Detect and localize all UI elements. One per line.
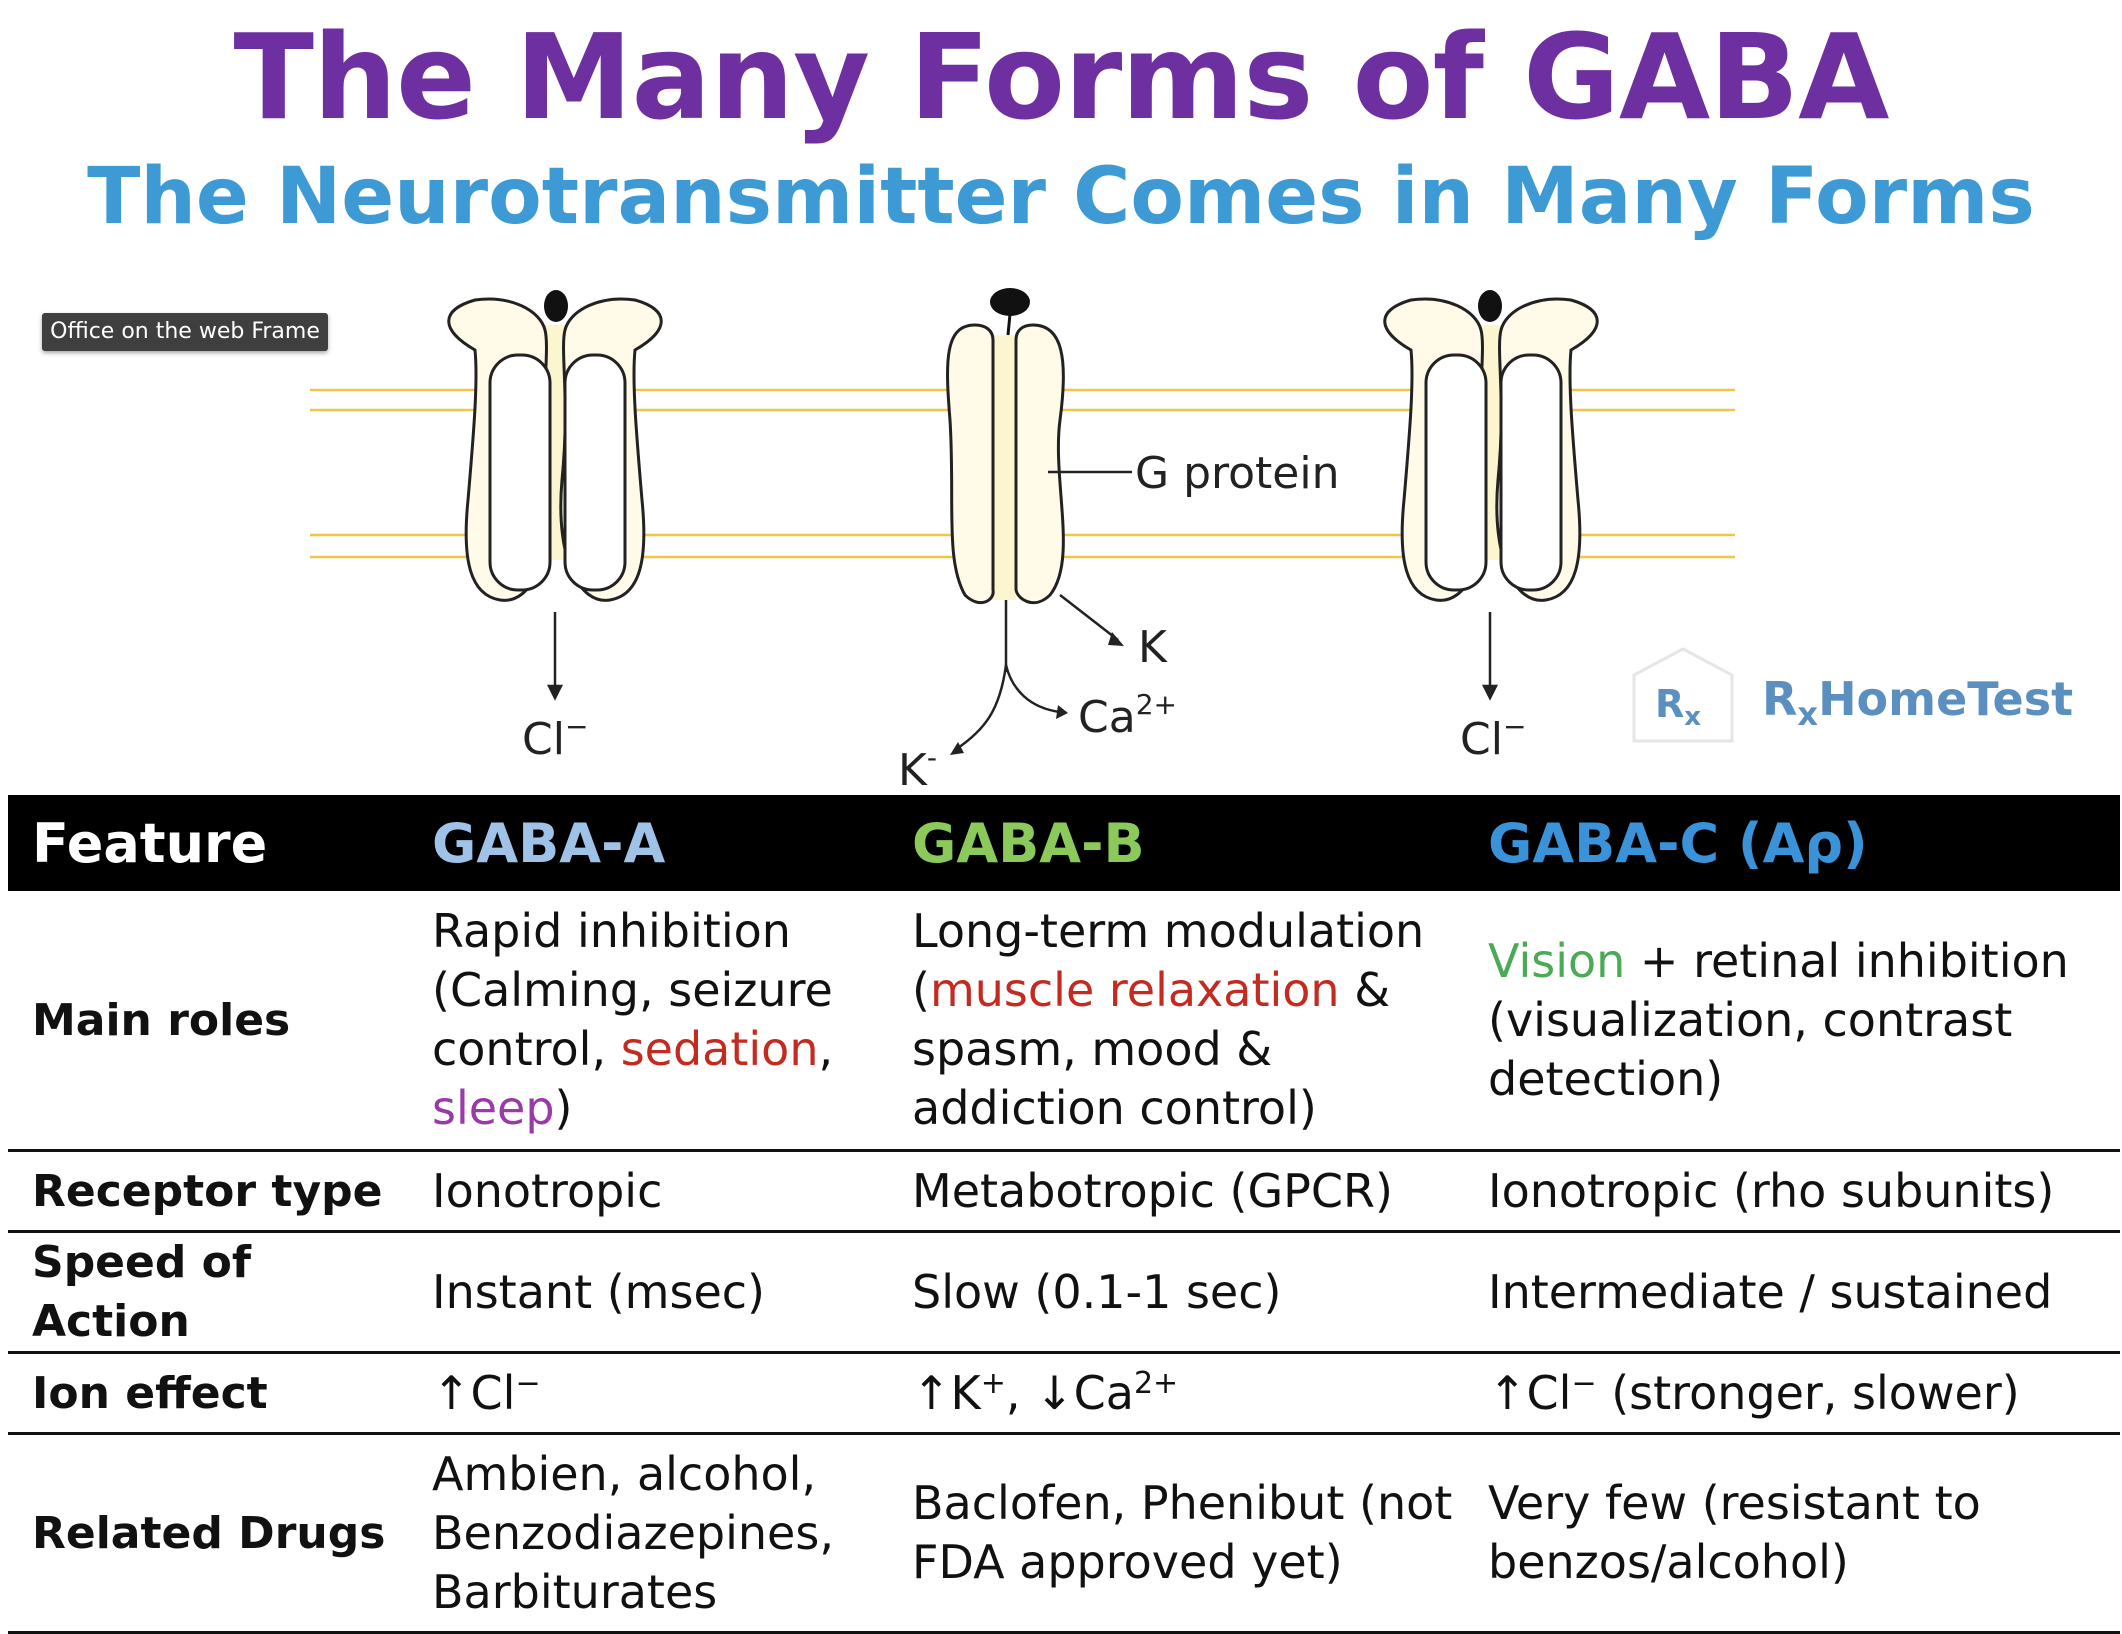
gaba-a-speed: Instant (msec): [408, 1231, 888, 1354]
table-row-ion-effect: Ion effect ↑Cl− ↑K+, ↓Ca2+ ↑Cl− (stronge…: [8, 1352, 2120, 1435]
gaba-c-receptor-type: Ionotropic (rho subunits): [1464, 1150, 2120, 1233]
gaba-a-receptor-type: Ionotropic: [408, 1150, 888, 1233]
gaba-ligand-a: [544, 290, 568, 322]
gaba-a-drugs: Ambien, alcohol, Benzodiazepines, Barbit…: [408, 1433, 888, 1634]
feature-speed: Speed of Action: [8, 1231, 408, 1354]
table-header-row: Feature GABA-A GABA-B GABA-C (Aρ): [8, 795, 2120, 891]
gaba-c-main-roles: Vision + retinal inhibition (visualizati…: [1464, 891, 2120, 1152]
gaba-a-receptor-shape: [447, 297, 663, 602]
table-row-speed: Speed of Action Instant (msec) Slow (0.1…: [8, 1231, 2120, 1354]
gaba-ligand-b: [990, 288, 1030, 316]
feature-ion-effect: Ion effect: [8, 1352, 408, 1435]
gaba-ligand-c: [1478, 290, 1502, 322]
gaba-b-drugs: Baclofen, Phenibut (not FDA approved yet…: [888, 1433, 1464, 1634]
gaba-c-ion-effect: ↑Cl− (stronger, slower): [1464, 1352, 2120, 1435]
g-protein-label: G protein: [1135, 448, 1340, 499]
feature-receptor-type: Receptor type: [8, 1150, 408, 1233]
gaba-b-ca-label: Ca2+: [1078, 688, 1177, 743]
gaba-c-drugs: Very few (resistant to benzos/alcohol): [1464, 1433, 2120, 1634]
table-row-drugs: Related Drugs Ambien, alcohol, Benzodiaz…: [8, 1433, 2120, 1634]
gaba-a-ion-label: Cl−: [522, 710, 588, 765]
gaba-b-main-roles: Long-term modulation (muscle relaxation …: [888, 891, 1464, 1152]
gaba-b-receptor-type: Metabotropic (GPCR): [888, 1150, 1464, 1233]
feature-drugs: Related Drugs: [8, 1433, 408, 1634]
gaba-b-ion-effect: ↑K+, ↓Ca2+: [888, 1352, 1464, 1435]
gaba-b-arrows: [954, 594, 1119, 752]
gaba-c-receptor-shape: [1383, 297, 1599, 602]
rx-logo-icon: [1632, 647, 1734, 743]
gaba-a-main-roles: Rapid inhibition (Calming, seizure contr…: [408, 891, 888, 1152]
office-frame-tag: Office on the web Frame: [42, 313, 328, 351]
gaba-b-receptor-shape: [946, 323, 1065, 605]
gaba-a-ion-effect: ↑Cl−: [408, 1352, 888, 1435]
header-feature: Feature: [8, 795, 408, 891]
gaba-comparison-table: Feature GABA-A GABA-B GABA-C (Aρ) Main r…: [8, 795, 2120, 1634]
header-gaba-b: GABA-B: [888, 795, 1464, 891]
table-row-main-roles: Main roles Rapid inhibition (Calming, se…: [8, 891, 2120, 1152]
gaba-b-k2-label: K-: [898, 741, 937, 795]
gaba-c-ion-label: Cl−: [1460, 710, 1526, 765]
receptor-diagram: Cl− G protein K Ca2+ K- Cl−: [310, 288, 1735, 795]
page-subtitle: The Neurotransmitter Comes in Many Forms: [87, 152, 2035, 242]
gaba-b-speed: Slow (0.1-1 sec): [888, 1231, 1464, 1354]
gaba-a-arrow: [546, 612, 564, 701]
gaba-c-speed: Intermediate / sustained: [1464, 1231, 2120, 1354]
header-gaba-c: GABA-C (Aρ): [1464, 795, 2120, 891]
gaba-b-k-label: K: [1138, 622, 1168, 673]
gaba-c-arrow: [1481, 612, 1499, 701]
rx-hometest-text: RxHomeTest: [1762, 672, 2074, 733]
table-row-receptor-type: Receptor type Ionotropic Metabotropic (G…: [8, 1150, 2120, 1233]
page-title: The Many Forms of GABA: [233, 8, 1890, 146]
feature-main-roles: Main roles: [8, 891, 408, 1152]
rx-badge: Rx: [1655, 682, 1702, 732]
header-gaba-a: GABA-A: [408, 795, 888, 891]
